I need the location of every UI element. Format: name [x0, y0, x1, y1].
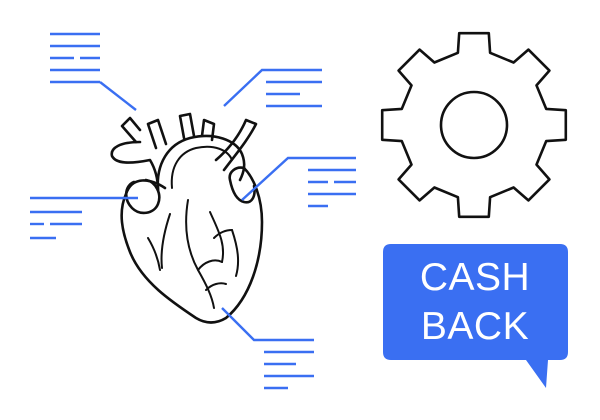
heart-vena-cava: [110, 140, 160, 192]
callout-top-right: [223, 68, 322, 108]
leader-line-top-right: [223, 68, 322, 107]
heart-coronary-6: [205, 282, 227, 291]
gear-center-hole: [439, 90, 509, 160]
badge-line-1: CASH: [420, 256, 530, 299]
callout-top-left: [50, 32, 137, 111]
callout-bottom: [221, 307, 314, 390]
heart-vessel-branch-1: [146, 118, 168, 150]
anatomical-heart-icon: [110, 112, 264, 324]
leader-line-mid-right: [241, 156, 356, 201]
callout-mid-left: [30, 196, 138, 240]
badge-line-2: BACK: [421, 305, 529, 348]
cash-back-badge: CASH BACK: [383, 244, 568, 388]
heart-coronary-4: [231, 229, 240, 277]
heart-left-atrium: [228, 166, 256, 204]
heart-coronary-1: [185, 199, 215, 309]
gear-icon: [380, 31, 568, 219]
heart-pulmonary-artery: [214, 118, 258, 172]
heart-coronary-5: [197, 259, 223, 271]
heart-coronary-8: [213, 229, 233, 239]
heart-vessel-branch-1-left: [120, 116, 142, 144]
speech-bubble-icon: [383, 244, 568, 388]
heart-coronary-2: [209, 211, 224, 263]
heart-right-atrium: [124, 178, 161, 215]
callout-mid-right: [241, 156, 356, 208]
leader-line-top-left: [99, 81, 137, 111]
heart-coronary-3: [160, 213, 171, 269]
leader-line-bottom: [221, 307, 314, 342]
heart-outline: [120, 166, 264, 324]
heart-aortic-arch-inner: [170, 145, 233, 189]
gear-outline: [380, 31, 568, 219]
heart-vessel-branch-3: [200, 118, 216, 142]
heart-vessel-branch-2: [178, 112, 196, 140]
heart-coronary-7: [147, 237, 161, 271]
